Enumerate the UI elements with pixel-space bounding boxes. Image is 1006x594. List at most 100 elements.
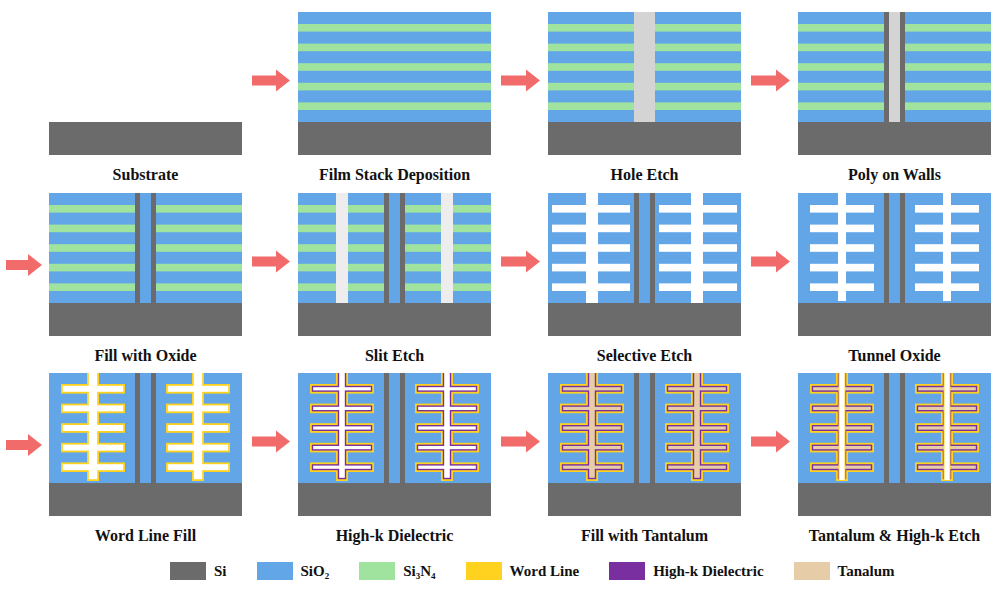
process-step: Fill with Tantalum	[548, 373, 741, 545]
layer	[63, 425, 123, 431]
layer	[650, 373, 655, 483]
process-step: Tantalum & High-k Etch	[798, 373, 991, 545]
process-arrow	[751, 70, 790, 92]
cross-section	[49, 12, 242, 155]
legend-text: Word Line	[510, 563, 580, 580]
process-arrow	[501, 251, 540, 273]
layer	[900, 12, 905, 122]
layer	[49, 193, 242, 303]
step-caption: Film Stack Deposition	[298, 165, 491, 184]
layer	[298, 483, 491, 516]
row-start-arrow	[6, 434, 42, 456]
process-step: Poly on Walls	[798, 12, 991, 184]
layer	[418, 466, 476, 469]
process-step: Film Stack Deposition	[298, 12, 491, 184]
layer	[634, 193, 639, 303]
legend-item: High-k Dielectric	[609, 562, 763, 580]
layer	[298, 102, 491, 110]
layer	[563, 407, 621, 410]
layer	[151, 373, 156, 483]
legend-text: SiO₂	[301, 563, 330, 580]
process-step: Selective Etch	[548, 193, 741, 365]
row-start-arrow	[6, 254, 42, 276]
layer	[298, 303, 491, 336]
cross-section	[548, 373, 741, 516]
legend-swatch	[466, 562, 502, 580]
legend-swatch	[170, 562, 206, 580]
layer	[418, 407, 476, 410]
cross-section	[298, 373, 491, 516]
layer	[634, 373, 639, 483]
legend-swatch	[257, 562, 293, 580]
layer	[634, 373, 655, 483]
process-arrow	[252, 251, 290, 273]
step-caption: Slit Etch	[298, 346, 491, 365]
cross-section	[49, 373, 242, 516]
layer	[884, 12, 905, 122]
layer	[548, 193, 741, 303]
process-step: Tunnel Oxide	[798, 193, 991, 365]
layer	[900, 373, 905, 483]
layer	[798, 483, 991, 516]
layer	[384, 373, 389, 483]
layer	[650, 193, 655, 303]
layer	[49, 303, 242, 336]
layer	[49, 373, 242, 483]
legend-swatch	[609, 562, 645, 580]
layer	[313, 446, 371, 449]
step-caption: Fill with Oxide	[49, 346, 242, 365]
layer	[418, 446, 476, 449]
legend-item: SiO₂	[257, 562, 330, 580]
layer	[63, 386, 123, 392]
layer	[298, 12, 491, 122]
cross-section	[798, 193, 991, 336]
layer	[563, 426, 621, 429]
step-caption: High-k Dielectric	[298, 526, 491, 545]
layer	[798, 12, 991, 122]
step-caption: Fill with Tantalum	[548, 526, 741, 545]
layer	[838, 193, 846, 301]
layer	[884, 373, 889, 483]
layer	[384, 193, 405, 303]
layer	[63, 464, 123, 470]
layer	[798, 303, 991, 336]
process-step: Substrate	[49, 12, 242, 184]
layer	[298, 44, 491, 52]
layer	[944, 373, 951, 481]
layer	[441, 193, 453, 303]
layer	[135, 193, 156, 303]
layer	[168, 445, 228, 451]
layer	[298, 373, 491, 483]
layer	[298, 83, 491, 91]
layer	[548, 122, 741, 155]
layer	[336, 193, 348, 303]
process-arrow	[751, 431, 790, 453]
legend-item: Tanalum	[794, 562, 895, 580]
legend-item: Si	[170, 562, 227, 580]
layer	[63, 405, 123, 411]
layer	[168, 464, 228, 470]
legend-text: High-k Dielectric	[653, 563, 763, 580]
layer	[691, 193, 703, 303]
layer	[298, 193, 491, 303]
legend-text: Tanalum	[838, 563, 895, 580]
process-step: Slit Etch	[298, 193, 491, 365]
layer	[884, 373, 905, 483]
process-step: Hole Etch	[548, 12, 741, 184]
layer	[840, 373, 845, 480]
layer	[884, 12, 889, 122]
step-caption: Tunnel Oxide	[798, 346, 991, 365]
layer	[943, 193, 951, 301]
legend-text: Si₃N₄	[403, 563, 435, 580]
layer	[798, 193, 991, 303]
layer	[418, 387, 476, 390]
cross-section	[298, 193, 491, 336]
layer	[839, 373, 846, 481]
step-caption: Tantalum & High-k Etch	[798, 526, 991, 545]
legend-item: Si₃N₄	[359, 562, 435, 580]
layer	[668, 446, 726, 449]
cross-section	[298, 12, 491, 155]
legend-text: Si	[214, 563, 227, 580]
cross-section	[798, 12, 991, 155]
